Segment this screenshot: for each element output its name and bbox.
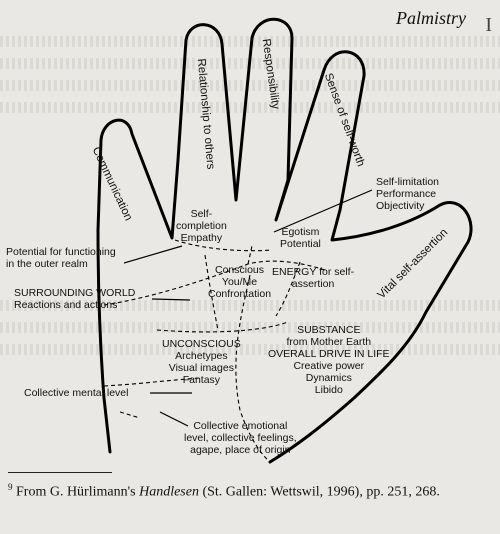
callout-lines <box>123 189 373 427</box>
region-energy-line-1: ENERGY for self- <box>272 266 355 278</box>
callout-surrounding-world-line-2: Reactions and actions <box>14 299 118 311</box>
bleed-through-text <box>0 80 500 91</box>
bleed-through-text <box>0 102 500 113</box>
region-energy: ENERGY for self- assertion <box>272 266 354 290</box>
region-self-completion-line-3: Empathy <box>180 232 223 244</box>
region-unconscious: UNCONSCIOUS Archetypes Visual images Fan… <box>162 338 241 386</box>
region-substance-line-2: from Mother Earth <box>286 336 372 348</box>
callout-self-limitation-line-3: Objectivity <box>376 200 425 212</box>
region-substance-line-5: Dynamics <box>305 372 352 384</box>
footnote-prefix: From G. Hürlimann's <box>16 484 136 500</box>
palm-lines <box>103 239 326 463</box>
region-substance-line-4: Creative power <box>293 360 365 372</box>
footnote-rule <box>8 472 112 473</box>
region-self-completion-line-1: Self- <box>190 208 213 220</box>
region-egotism: Egotism Potential <box>280 226 321 250</box>
footnote-book-title: Handlesen <box>139 484 199 500</box>
footnote: 9 From G. Hürlimann's Handlesen (St. Gal… <box>8 482 440 501</box>
region-substance-line-3: OVERALL DRIVE IN LIFE <box>268 348 390 360</box>
region-conscious: Conscious You/Me Confrontation <box>208 264 271 300</box>
region-unconscious-line-3: Visual images <box>168 362 234 374</box>
callout-outer-realm: Potential for functioning in the outer r… <box>6 246 116 270</box>
region-conscious-line-1: Conscious <box>215 264 265 276</box>
region-unconscious-line-1: UNCONSCIOUS <box>162 338 241 350</box>
hand-outline <box>96 17 473 464</box>
callout-collective-emotional-line-3: agape, place of origin <box>190 444 291 456</box>
region-unconscious-line-2: Archetypes <box>175 350 228 362</box>
footnote-suffix: (St. Gallen: Wettswil, 1996), pp. 251, 2… <box>202 484 440 500</box>
page-header-title: Palmistry <box>396 8 466 28</box>
callout-collective-emotional-line-2: level, collective feelings, <box>184 432 297 444</box>
text-cursor-icon: I <box>485 14 492 36</box>
region-self-completion: Self- completion Empathy <box>176 208 227 244</box>
footnote-number: 9 <box>8 482 13 492</box>
callout-collective-emotional-line-1: Collective emotional <box>193 420 288 432</box>
region-substance-line-1: SUBSTANCE <box>297 324 361 336</box>
region-unconscious-line-4: Fantasy <box>182 374 221 386</box>
callout-self-limitation: Self-limitation Performance Objectivity <box>376 176 439 212</box>
callout-collective-mental: Collective mental level <box>24 387 129 399</box>
region-conscious-line-2: You/Me <box>221 276 258 288</box>
callout-collective-emotional: Collective emotional level, collective f… <box>184 420 297 456</box>
callout-outer-realm-line-1: Potential for functioning <box>6 246 116 258</box>
callout-outer-realm-line-2: in the outer realm <box>6 258 88 270</box>
callout-surrounding-world-line-1: SURROUNDING WORLD <box>14 287 136 299</box>
bleed-through-text <box>0 344 500 355</box>
region-energy-line-2: assertion <box>291 278 335 290</box>
callout-surrounding-world: SURROUNDING WORLD Reactions and actions <box>14 287 135 311</box>
region-egotism-line-1: Egotism <box>281 226 320 238</box>
bleed-through-text-top <box>0 36 500 47</box>
region-substance-line-6: Libido <box>314 384 343 396</box>
region-substance: SUBSTANCE from Mother Earth OVERALL DRIV… <box>268 324 390 396</box>
bleed-through-text <box>0 300 500 311</box>
region-conscious-line-3: Confrontation <box>208 288 272 300</box>
bleed-through-text <box>0 322 500 333</box>
region-self-completion-line-2: completion <box>176 220 227 232</box>
region-egotism-line-2: Potential <box>280 238 321 250</box>
callout-self-limitation-line-2: Performance <box>376 188 437 200</box>
callout-self-limitation-line-1: Self-limitation <box>376 176 440 188</box>
